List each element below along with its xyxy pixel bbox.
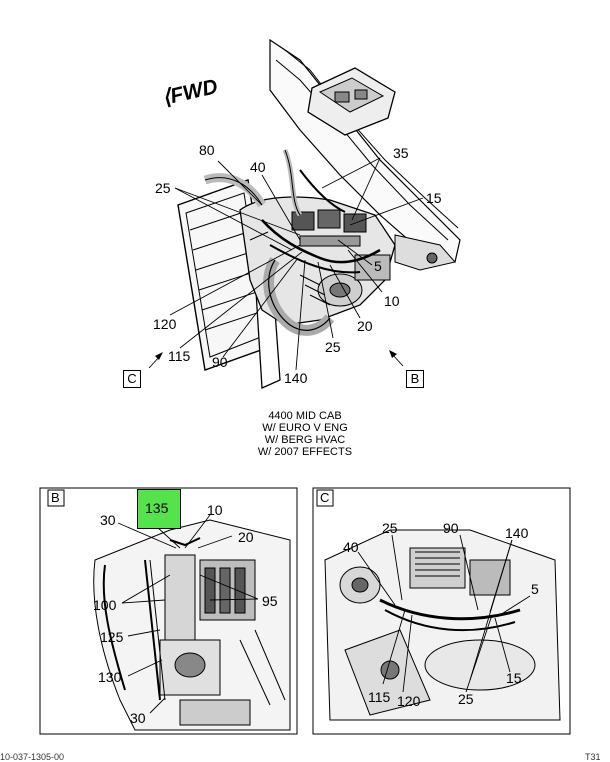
highlighted-callout-box — [137, 489, 181, 529]
detail-b-callout-10: 10 — [207, 502, 223, 518]
main-view-leader-lines — [148, 157, 424, 371]
detail-b-callout-95: 95 — [262, 593, 278, 609]
callout-120: 120 — [153, 316, 177, 332]
detail-b-callout-20: 20 — [238, 529, 254, 545]
detail-b-callout-30: 30 — [100, 512, 116, 528]
engine-assembly-illustration — [177, 38, 461, 389]
callout-25-lower: 25 — [325, 339, 341, 355]
detail-c-callout-90: 90 — [443, 520, 459, 536]
view-b-arrow-head — [389, 350, 397, 358]
detail-b-callout-125: 125 — [100, 629, 124, 645]
detail-b-frame — [39, 487, 298, 735]
detail-c-callout-40: 40 — [343, 539, 359, 555]
caption-line: W/ 2007 EFFECTS — [257, 446, 353, 458]
callout-20: 20 — [357, 318, 373, 334]
detail-c-label: C — [320, 490, 330, 505]
detail-b-illustration — [93, 519, 291, 731]
detail-b-label-box — [47, 489, 65, 507]
callout-15: 15 — [426, 190, 442, 206]
view-marker-c: C — [123, 370, 141, 388]
caption-line: 4400 MID CAB — [268, 410, 342, 422]
callout-5: 5 — [374, 258, 382, 274]
detail-b-callout-30-lower: 30 — [130, 710, 146, 726]
detail-c-callout-15: 15 — [506, 670, 522, 686]
configuration-caption: 4400 MID CAB W/ EURO V ENG W/ BERG HVAC … — [205, 410, 405, 458]
callout-40: 40 — [250, 159, 266, 175]
detail-b-callout-130: 130 — [98, 669, 122, 685]
callout-10: 10 — [384, 293, 400, 309]
callout-135-highlighted: 135 — [145, 500, 169, 516]
detail-b-callout-100: 100 — [93, 597, 117, 613]
callout-90: 90 — [212, 354, 228, 370]
detail-c-callout-115: 115 — [368, 689, 391, 705]
detail-b-label: B — [51, 490, 60, 505]
page-code: T31 — [585, 752, 601, 762]
detail-c-label-box — [316, 489, 334, 507]
detail-c-frame — [312, 487, 571, 735]
drawing-number: 10-037-1305-00 — [0, 752, 65, 762]
caption-line: W/ EURO V ENG — [262, 422, 348, 434]
caption-line: W/ BERG HVAC — [264, 434, 346, 446]
detail-c-callout-120: 120 — [397, 693, 421, 709]
callout-140: 140 — [284, 370, 308, 386]
view-marker-b: B — [406, 370, 424, 388]
callout-35: 35 — [393, 145, 409, 161]
callout-115: 115 — [168, 348, 191, 364]
callout-80: 80 — [199, 142, 215, 158]
detail-c-illustration — [324, 529, 561, 721]
detail-c-callout-5: 5 — [531, 581, 539, 597]
detail-c-callout-25: 25 — [382, 520, 398, 536]
detail-c-callout-25-lower: 25 — [458, 691, 474, 707]
view-c-arrow-head — [155, 352, 163, 360]
detail-c-callout-140: 140 — [505, 525, 529, 541]
callout-25: 25 — [155, 180, 171, 196]
detail-b-leader-lines — [117, 514, 259, 714]
detail-c-leader-lines — [357, 534, 531, 693]
